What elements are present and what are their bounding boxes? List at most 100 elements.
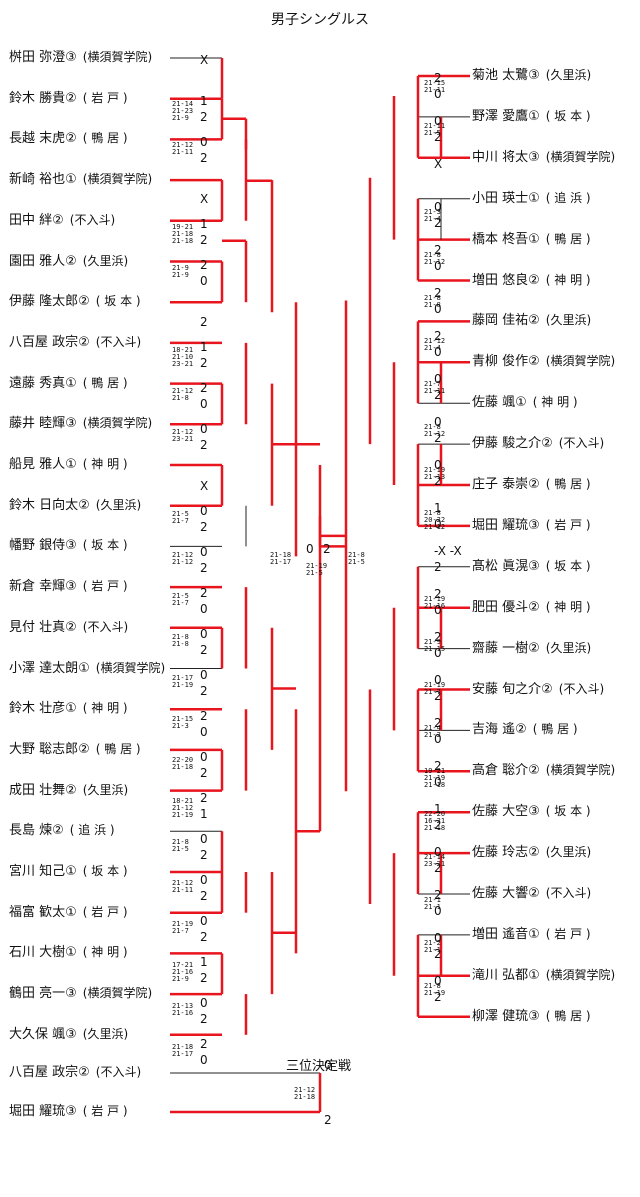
player-name: 新倉 幸輝③ [9, 579, 77, 595]
game-scores: 21-12 21-8 [172, 387, 194, 402]
game-scores: 21-8 21-12 [424, 423, 446, 438]
match-score: 0 [434, 732, 442, 746]
match-score: 2 [200, 110, 208, 124]
player-team: (横須賀学院) [545, 763, 616, 778]
match-score: 2 [200, 971, 208, 985]
player-name: 長越 末虎② [9, 131, 77, 147]
match-score: 2 [434, 243, 442, 257]
player-entry: 園田 雅人②(久里浜) [9, 253, 128, 269]
match-score: 0 [200, 504, 208, 518]
third-place-games: 21-12 21-18 [294, 1086, 316, 1101]
player-name: 柳澤 健琉③ [472, 1008, 540, 1024]
match-score: 2 [434, 474, 442, 488]
final-games-center: 21-19 21-5 [306, 562, 328, 577]
player-team: ( 坂 本 ) [82, 538, 128, 553]
player-entry: 長島 煉②( 追 浜 ) [9, 822, 115, 838]
match-score: 2 [200, 315, 208, 329]
match-score: X [200, 53, 209, 67]
game-scores: 18-21 21-10 23-21 [172, 346, 194, 368]
match-score: 2 [434, 818, 442, 832]
match-score: 2 [200, 848, 208, 862]
player-name: 見付 壮真② [9, 619, 77, 635]
player-team: (久里浜) [82, 782, 129, 797]
game-scores: 21-18 21-17 [172, 1043, 194, 1058]
player-entry: 伊藤 隆太郎②( 坂 本 ) [9, 293, 141, 309]
match-score: 1 [434, 802, 442, 816]
match-score: 2 [200, 709, 208, 723]
game-scores: 21-12 21-4 [424, 337, 446, 352]
player-name: 宮川 知己① [9, 864, 77, 879]
match-score: 0 [200, 1053, 208, 1067]
player-name: 伊藤 隆太郎② [9, 294, 90, 310]
match-score: 2 [434, 689, 442, 703]
third-place-player: 八百屋 政宗② (不入斗) [9, 1064, 141, 1080]
player-name: 田中 絆② [9, 212, 64, 228]
match-score: 2 [200, 233, 208, 247]
match-score: 2 [434, 990, 442, 1004]
game-scores: 21-12 21-11 [172, 141, 194, 156]
match-score: 2 [200, 586, 208, 600]
match-score: 2 [200, 356, 208, 370]
player-team: ( 鴨 居 ) [545, 1008, 591, 1023]
third-place-title: 三位決定戦 [286, 1059, 352, 1074]
player-team: ( 鴨 居 ) [82, 375, 128, 390]
match-score: 2 [434, 716, 442, 730]
match-score: 2 [434, 388, 442, 402]
match-score: 0 [200, 750, 208, 764]
match-score: 0 [434, 372, 442, 386]
player-team: (不入斗) [82, 619, 129, 634]
match-score: 2 [200, 684, 208, 698]
match-score: 2 [200, 791, 208, 805]
match-score: X [200, 192, 209, 206]
third-place-player: 堀田 耀琉③( 岩 戸 ) [9, 1103, 128, 1119]
player-name: 増田 遙音① [472, 926, 540, 942]
player-team: (不入斗) [95, 1065, 142, 1079]
game-scores: 21-14 21-23 21-9 [172, 100, 194, 122]
player-entry: 増田 遙音①( 岩 戸 ) [472, 926, 591, 942]
player-team: ( 神 明 ) [532, 395, 578, 410]
player-name: 桝田 弥澄③ [9, 50, 77, 65]
player-name: 伊藤 駿之介② [472, 436, 553, 452]
player-team: (横須賀学院) [82, 416, 153, 431]
game-scores: 21-12 23-21 [172, 428, 194, 443]
game-scores: 21-11 21-5 [424, 122, 446, 137]
player-entry: 佐藤 大響②(不入斗) [472, 885, 591, 901]
player-entry: 藤岡 佳祐②(久里浜) [472, 312, 591, 328]
match-score: 2 [434, 759, 442, 773]
player-name: 石川 大樹① [9, 945, 77, 961]
player-team: ( 鴨 居 ) [95, 741, 141, 756]
player-name: 安藤 旬之介② [472, 681, 553, 697]
match-score: 2 [434, 947, 442, 961]
game-scores: 21-8 21-12 [424, 251, 446, 266]
player-team: (横須賀学院) [95, 660, 166, 675]
match-score: 2 [200, 520, 208, 534]
game-scores: 21-19 21-7 [172, 920, 194, 935]
player-team: ( 神 明 ) [545, 272, 591, 287]
match-score: 2 [200, 766, 208, 780]
player-entry: 肥田 優斗②( 神 明 ) [472, 599, 591, 615]
player-team: (横須賀学院) [82, 172, 153, 187]
match-score: 0 [434, 904, 442, 918]
player-name: 八百屋 政宗② [9, 1065, 90, 1080]
player-name: 髙松 眞滉③ [472, 558, 540, 574]
player-entry: 鶴田 亮一③(横須賀学院) [9, 985, 152, 1001]
match-score: 0 [434, 87, 442, 101]
player-entry: 高倉 聡介②(横須賀学院) [472, 762, 615, 778]
player-team: (久里浜) [82, 253, 129, 268]
match-score: 0 [434, 415, 442, 429]
game-scores: 21-7 21-11 [424, 380, 446, 395]
match-score: 0 [434, 345, 442, 359]
player-name: 鶴田 亮一③ [9, 986, 77, 1002]
match-score: 0 [200, 602, 208, 616]
match-score: 2 [200, 1012, 208, 1026]
player-entry: 小澤 達太朗①(横須賀学院) [9, 660, 165, 676]
player-name: 鈴木 日向太② [9, 497, 90, 513]
player-team: ( 神 明 ) [82, 701, 128, 716]
match-score: 2 [434, 560, 442, 574]
match-score: 1 [434, 501, 442, 515]
match-score: 2 [200, 930, 208, 944]
match-score: 0 [434, 259, 442, 273]
match-score: 2 [200, 258, 208, 272]
player-entry: 八百屋 政宗②(不入斗) [9, 334, 141, 350]
player-name: 藤井 睦輝③ [9, 416, 77, 432]
